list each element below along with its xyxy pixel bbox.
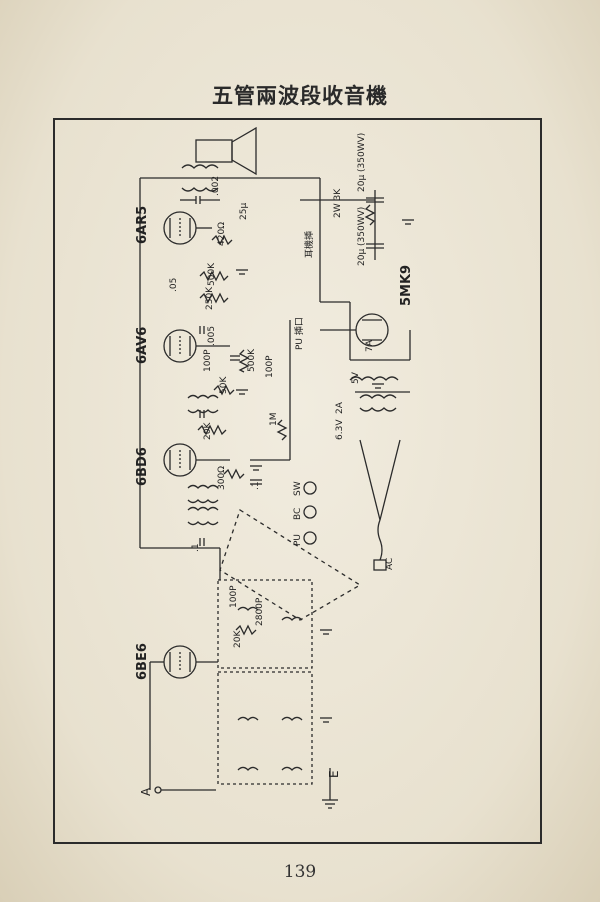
label-c100p-1: 100P [203,349,213,372]
label-r300: 300Ω [217,466,227,490]
tube-5mk9-label: 5MK9 [399,265,414,306]
label-c01: .1 [191,543,201,552]
page-number: 139 [283,862,317,882]
schematic-frame [53,118,542,844]
earth-label: E [327,770,341,778]
label-c05: .05 [169,278,179,292]
label-5v: 5V [351,371,361,384]
antenna-label: A [139,787,153,796]
speaker-icon [195,126,257,176]
pu-jack-label: PU 揷口 [293,317,305,350]
label-c100p-2: 100P [265,355,275,378]
label-r500k-2: 500K [247,348,257,372]
label-c1: .1 [251,481,261,490]
label-r20k: 20K [203,422,213,440]
label-r2w: 2W 3K [333,188,343,218]
label-r20k-2: 20K [233,630,243,648]
tube-6bd6-label: 6BD6 [135,447,150,486]
label-bc: BC [293,508,303,520]
label-2a: 2A [335,401,345,414]
label-c002: .002 [211,176,221,196]
label-63v: 6.3V [335,419,345,440]
page-title: 五管兩波段收音機 [212,84,388,108]
label-pu: PU [293,534,303,546]
label-c100p-3: 100P [229,585,239,608]
label-ac: AC [385,558,395,570]
tube-6av6-label: 6AV6 [135,327,150,364]
label-r500k: 500K [207,262,217,286]
label-7a: 7A [365,339,375,352]
earphone-jack-label: 耳機揷 [303,231,315,258]
label-r1m: 1M [269,413,279,427]
label-r50k: 50K [219,376,229,394]
label-c20-2: 20μ (350WV) [357,207,367,266]
label-c20-1: 20μ (350WV) [357,133,367,192]
output-transformer [181,164,219,192]
label-r420: 420Ω [217,222,227,246]
power-transformer [349,376,410,412]
label-sw: SW [293,481,303,496]
label-c25: 25μ [239,203,249,220]
label-r250k: 250K [205,286,215,310]
label-c2800p: 2800P [255,597,265,626]
tube-6be6-label: 6BE6 [135,643,150,680]
label-c005: .005 [207,326,217,346]
tube-6ar5-label: 6AR5 [135,206,150,244]
